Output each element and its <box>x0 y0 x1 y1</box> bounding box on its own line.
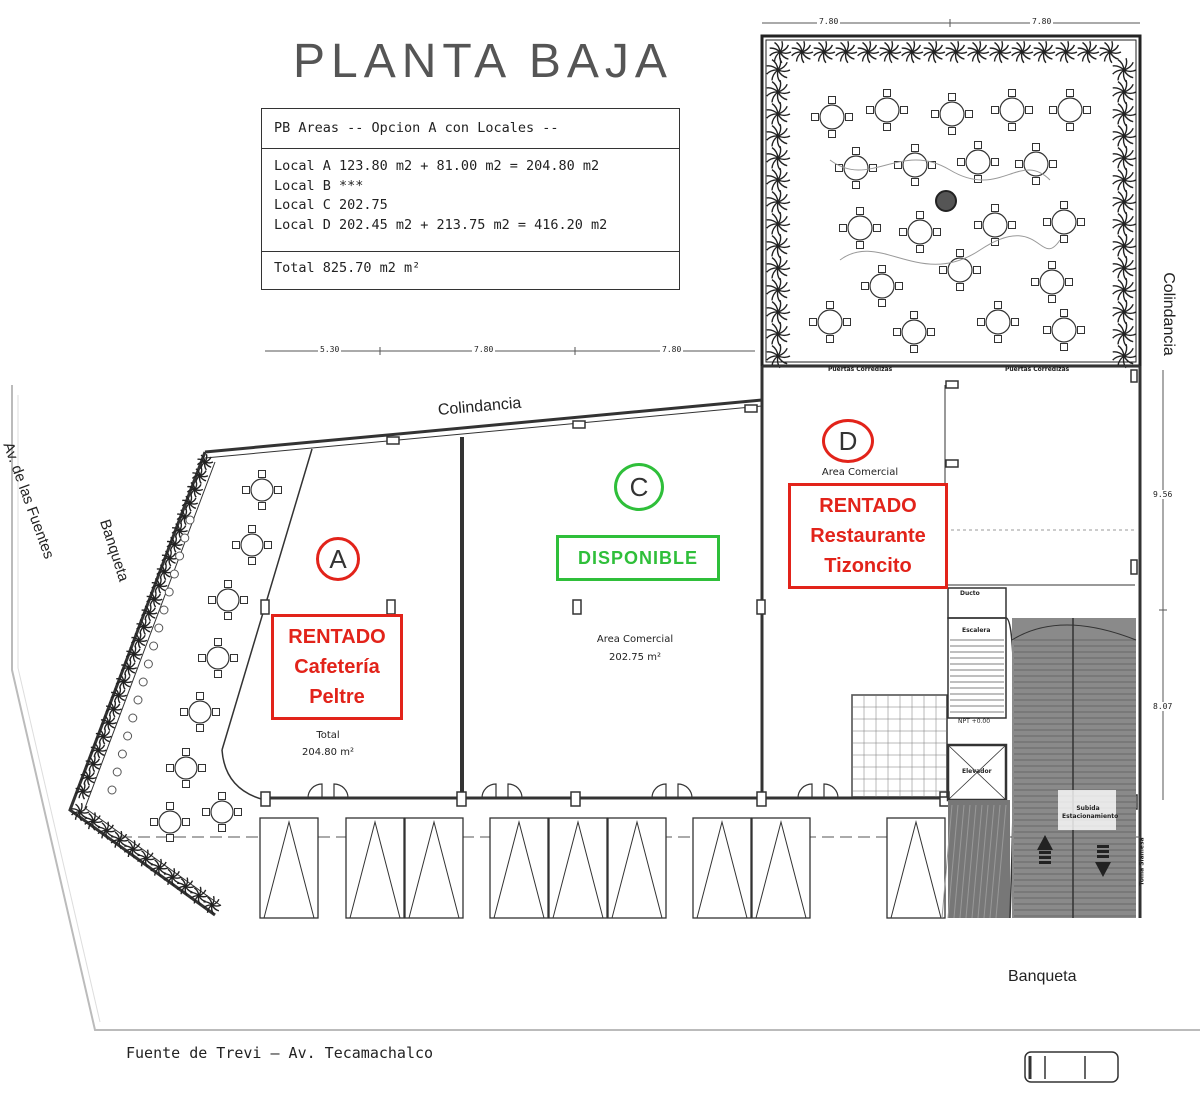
unit-a-status: RENTADO <box>288 626 386 648</box>
garden-terrace <box>760 34 1142 369</box>
areas-table-header: PB Areas -- Opcion A con Locales -- <box>262 109 679 149</box>
subida-label: Subida Estacionamiento <box>1062 805 1119 820</box>
car-icon <box>1024 1051 1119 1083</box>
colindancia-side-label: Colindancia <box>1159 272 1177 356</box>
dim-top-right: 7.80 <box>660 345 684 354</box>
unit-d-status: RENTADO <box>819 495 917 517</box>
garden-tables <box>809 89 1091 353</box>
areas-table: PB Areas -- Opcion A con Locales -- Loca… <box>261 108 680 290</box>
unit-d-tenant-type: Restaurante <box>810 525 926 547</box>
unit-c-marker: C <box>614 463 664 511</box>
arrow-down-icon <box>1095 845 1111 877</box>
street-curb-line <box>11 385 1200 1031</box>
elevador-label: Elevador <box>962 768 992 775</box>
column-markers <box>260 369 1138 810</box>
street-bottom-label: Fuente de Trevi — Av. Tecamachalco <box>126 1044 434 1062</box>
unit-c-area-label: Area Comercial <box>596 634 674 645</box>
areas-row-local-c: Local C 202.75 <box>274 197 388 213</box>
service-core <box>851 587 1008 802</box>
areas-row-local-b: Local B *** <box>274 177 364 194</box>
dim-side-upper: 9.56 <box>1153 490 1173 499</box>
unit-d-tenant-name: Tizoncito <box>824 555 912 577</box>
left-planter <box>71 453 222 915</box>
unit-a-status-badge: RENTADO Cafetería Peltre <box>271 614 403 720</box>
areas-row-local-a: Local A 123.80 m2 + 81.00 m2 = 204.80 m2 <box>274 158 600 174</box>
dimension-line-side <box>1159 370 1167 800</box>
npt-label: NPT +0.00 <box>958 718 991 725</box>
unit-d-marker: D <box>822 419 874 463</box>
dim-garden-left: 7.80 <box>817 17 841 26</box>
ducto-label: Ducto <box>960 590 980 597</box>
arrow-up-icon <box>1037 835 1053 864</box>
areas-table-rows: Local A 123.80 m2 + 81.00 m2 = 204.80 m2… <box>262 149 679 252</box>
banqueta-bottom-label: Banqueta <box>1008 968 1077 985</box>
garden-plants <box>766 40 1137 369</box>
unit-a-tenant-type: Cafetería <box>294 656 380 678</box>
puertas-right-label: Puertas Corredizas <box>1005 366 1070 373</box>
page-title: PLANTA BAJA <box>293 35 673 88</box>
dim-top-left: 5.30 <box>318 345 342 354</box>
parking-stalls <box>259 817 946 919</box>
dim-garden-right: 7.80 <box>1030 17 1054 26</box>
unit-d-status-badge: RENTADO Restaurante Tizoncito <box>788 483 948 589</box>
areas-row-local-d: Local D 202.45 m2 + 213.75 m2 = 416.20 m… <box>274 216 608 233</box>
building-outline <box>68 365 1142 918</box>
street-curb-inner <box>17 395 101 1023</box>
fountain-icon <box>935 190 957 212</box>
puertas-left-label: Puertas Corredizas <box>828 366 893 373</box>
dim-top-mid: 7.80 <box>472 345 496 354</box>
unit-a-tenant-name: Peltre <box>309 686 365 708</box>
parking-ramp <box>941 617 1137 919</box>
unit-a-area-value: 204.80 m² <box>302 747 354 758</box>
toma-label: Toma Siamesa <box>1138 837 1146 886</box>
unit-a-marker: A <box>316 537 360 581</box>
unit-c-status-badge: DISPONIBLE <box>556 535 720 581</box>
areas-table-total: Total 825.70 m2 m² <box>274 260 421 276</box>
storefront-doors <box>307 783 839 799</box>
dim-side-lower: 8.07 <box>1153 702 1173 711</box>
unit-d-area-label: Area Comercial <box>821 467 899 478</box>
unit-c-area-value: 202.75 m² <box>609 652 661 663</box>
terrace-tables <box>107 470 282 842</box>
escalera-label: Escalera <box>962 627 991 634</box>
unit-a-area-label: Total <box>316 730 340 741</box>
